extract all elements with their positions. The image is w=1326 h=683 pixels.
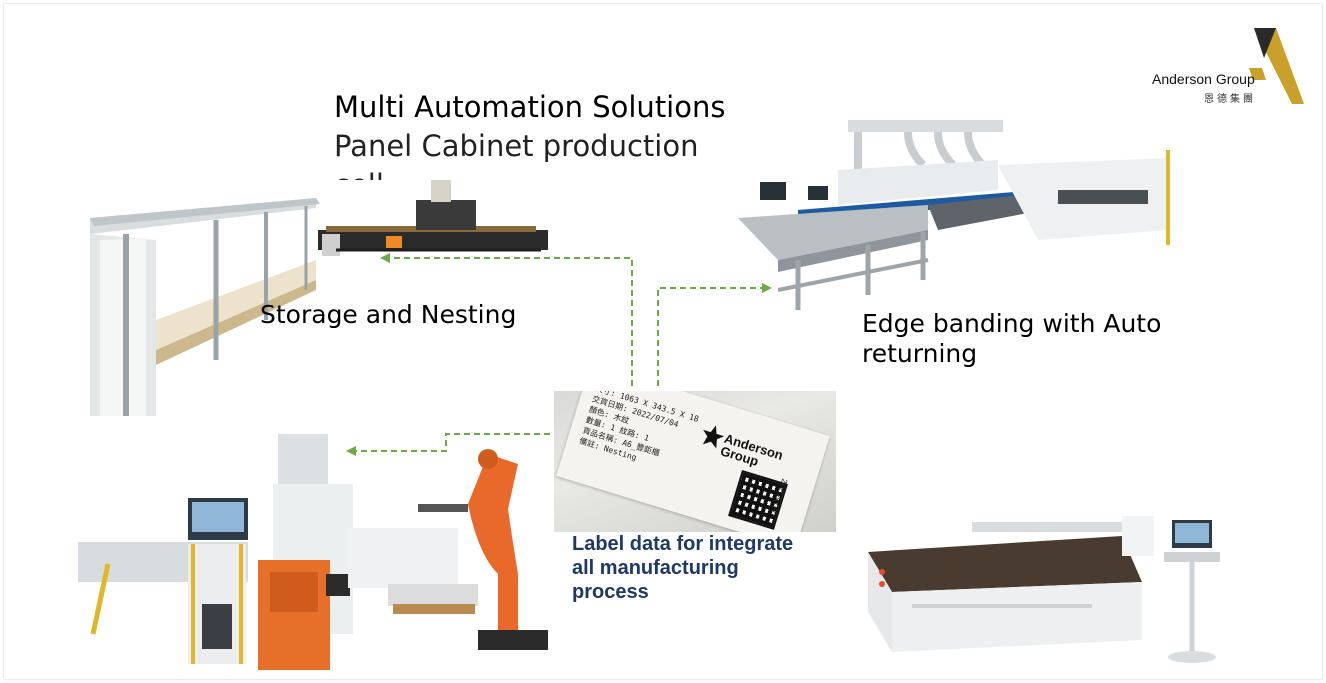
logo-mark-icon: [1249, 28, 1304, 104]
label-photo: 背板 尺寸: 1063 X 343.5 X 18 交貨日期: 2022/07/0…: [554, 391, 836, 532]
title-line-2: Panel Cabinet production: [334, 129, 699, 163]
arrow-head-icon: [762, 283, 772, 293]
title-line-1: Multi Automation Solutions: [334, 90, 726, 124]
flatbed-printer-image: [852, 512, 1224, 668]
caption-edge-banding: Edge banding with Auto returning: [862, 309, 1162, 368]
star-icon: [702, 425, 725, 449]
caption-label-data: Label data for integrate all manufacturi…: [572, 533, 794, 603]
logo-name: Anderson Group: [1152, 71, 1255, 87]
caption-storage-nesting: Storage and Nesting: [260, 300, 517, 329]
anderson-group-logo: Anderson Group 恩德集團: [1144, 28, 1309, 108]
logo-chinese-name: 恩德集團: [1204, 94, 1256, 105]
arrow-head-icon: [380, 253, 390, 263]
production-line-robot-image: [78, 434, 562, 672]
arrow-head-icon: [346, 446, 356, 456]
label-sticker: 背板 尺寸: 1063 X 343.5 X 18 交貨日期: 2022/07/0…: [556, 391, 830, 532]
storage-nesting-machine-image: [86, 180, 556, 416]
edge-banding-machine-image: [738, 110, 1184, 320]
flow-arrows: [346, 253, 772, 456]
slide: Anderson Group 恩德集團 Multi Automation Sol…: [4, 4, 1322, 679]
